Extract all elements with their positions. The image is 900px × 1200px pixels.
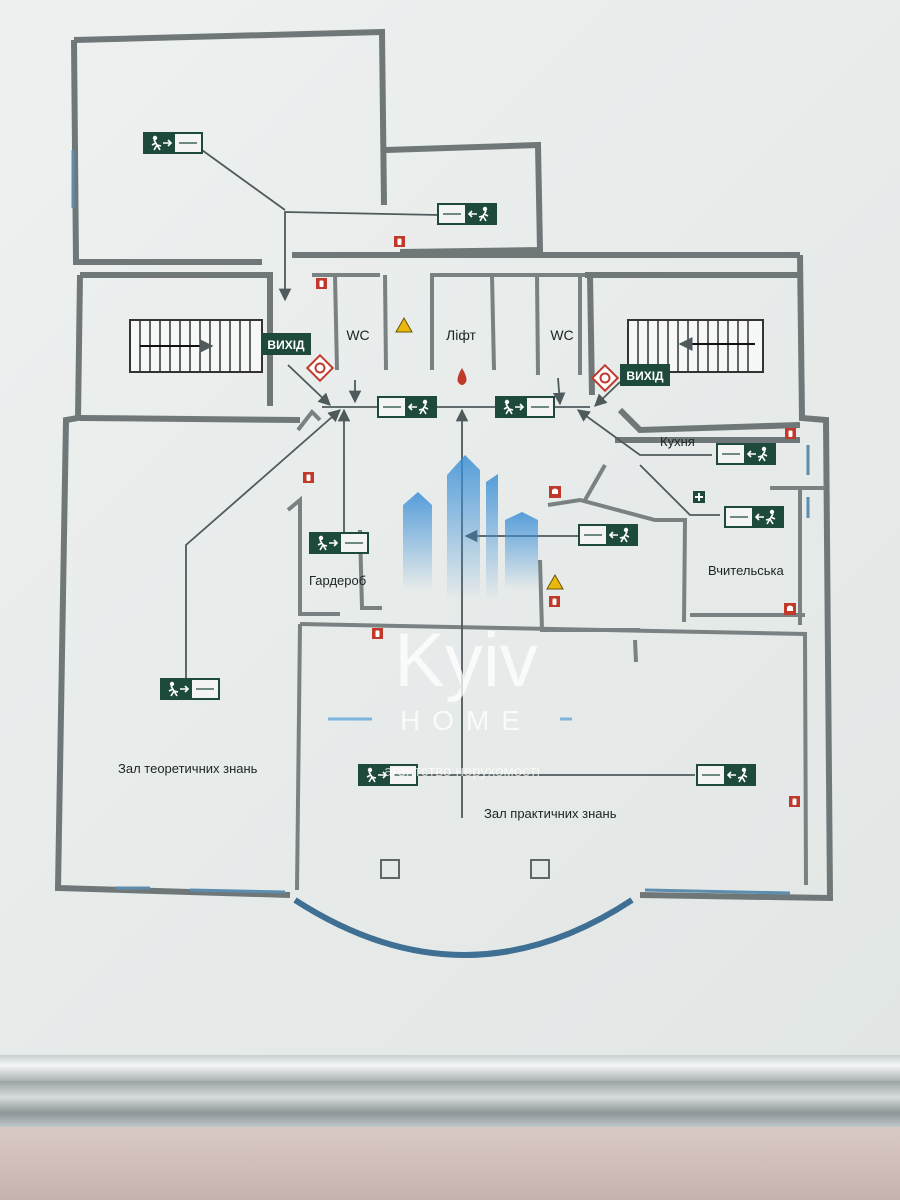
fire-alarm-icon [549,486,796,615]
watermark-logo-icon [403,455,538,600]
exit-sign-top-left [142,131,204,155]
entrance-glass-arc [293,897,634,958]
watermark-brand: Kyiv [394,618,538,703]
exit-label-right: ВИХІД [626,369,664,383]
exit-sign-north [436,202,498,226]
wc-left-label: WC [346,327,369,343]
exit-label-sign-left: ВИХІД [261,333,311,355]
staircase-right [627,319,764,373]
exit-sign-teachers [723,505,785,529]
exit-label-sign-right: ВИХІД [620,364,670,386]
theory-hall-label: Зал теоретичних знань [118,761,258,776]
exit-sign-wardrobe [308,531,370,555]
floor [0,1127,900,1200]
exit-sign-center [577,523,639,547]
exit-sign-practice-hall-right [695,763,757,787]
watermark-sub: HOME [400,705,532,736]
lift-label: Ліфт [446,327,477,343]
practice-hall-label: Зал практичних знань [484,806,617,821]
watermark: Kyiv HOME агентство нерухомості [328,455,572,780]
wardrobe-label: Гардероб [309,573,366,588]
exit-sign-theory-hall [159,677,221,701]
floor-plan: ВИХІД ВИХІД WC WC [54,28,834,958]
staircase-left [129,319,263,373]
building-walls [54,28,834,902]
kitchen-label: Кухня [660,434,695,449]
fire-hose-reel-icon [305,353,620,393]
exit-sign-corridor-left [376,395,438,419]
column-left [380,859,400,879]
you-are-here-icon [457,368,467,385]
column-right [530,859,550,879]
electrical-warning-icon [395,316,564,590]
first-aid-icon [693,491,705,503]
board-frame-top [0,1055,900,1081]
exit-sign-kitchen [715,442,777,466]
watermark-tagline: агентство нерухомості [384,763,540,780]
exit-sign-corridor-right [494,395,556,419]
windows [71,150,810,895]
wc-right-label: WC [550,327,573,343]
teachers-room-label: Вчительська [708,563,784,578]
board-frame-rail [0,1081,900,1127]
inner-walls [286,273,825,891]
exit-label-left: ВИХІД [267,338,305,352]
